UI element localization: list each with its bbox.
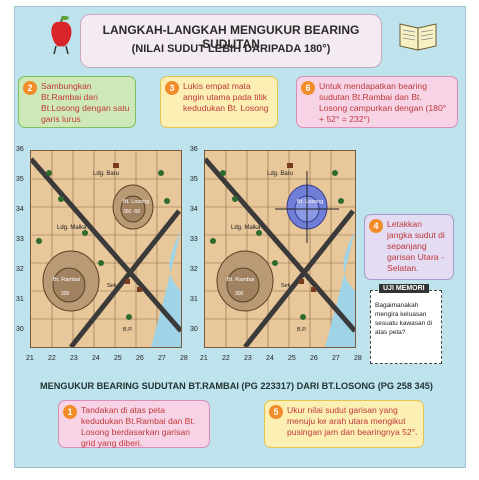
- label-bt-rambai: Bt. Rambai: [227, 277, 254, 283]
- y-tick: 34: [190, 206, 198, 213]
- y-tick: 32: [190, 266, 198, 273]
- y-tick: 30: [190, 326, 198, 333]
- x-tick: 21: [200, 355, 208, 362]
- step-number: 2: [23, 81, 37, 95]
- label-ldg-malka: Ldg. Malka: [231, 225, 261, 231]
- x-tick: 23: [70, 355, 78, 362]
- step-text: Tandakan di atas peta kedudukan Bt.Ramba…: [81, 405, 196, 448]
- x-tick: 24: [266, 355, 274, 362]
- page-subtitle: (NILAI SUDUT LEBIH DARIPADA 180°): [131, 43, 331, 55]
- x-tick: 28: [180, 355, 188, 362]
- label-ldg-baru: Ldg. Baru: [93, 171, 119, 177]
- y-tick: 31: [16, 296, 24, 303]
- step-text: Ukur nilai sudut garisan yang menuju ke …: [287, 405, 418, 437]
- step-card-2: 2 Sambungkan Bt.Rambai dan Bt.Losong den…: [18, 76, 136, 128]
- page-title: LANGKAH-LANGKAH MENGUKUR BEARING SUDUTAN: [102, 23, 360, 51]
- x-tick: 23: [244, 355, 252, 362]
- y-tick: 33: [190, 236, 198, 243]
- label-ldg-baru: Ldg. Baru: [267, 171, 293, 177]
- label-bt-losong: Bt. Losong: [123, 199, 149, 205]
- label-sek: Sek.: [107, 283, 118, 289]
- x-tick: 28: [354, 355, 362, 362]
- step-card-6: 6 Untuk mendapatkan bearing sudutan Bt.R…: [296, 76, 458, 128]
- step-card-1: 1 Tandakan di atas peta kedudukan Bt.Ram…: [58, 400, 210, 448]
- step-number: 3: [165, 81, 179, 95]
- label-height-rambai: 300: [61, 291, 70, 297]
- title-banner: LANGKAH-LANGKAH MENGUKUR BEARING SUDUTAN…: [80, 14, 382, 68]
- uji-memori-box: UJI MEMORI Bagaimanakah mengira keluasan…: [370, 284, 442, 364]
- step-card-5: 5 Ukur nilai sudut garisan yang menuju k…: [264, 400, 424, 448]
- step-number: 4: [369, 219, 383, 233]
- label-bp: B.P.: [297, 327, 307, 333]
- label-height-rambai: 300: [235, 291, 244, 297]
- step-text: Lukis empat mata angin utama pada titik …: [183, 81, 269, 113]
- x-tick: 26: [136, 355, 144, 362]
- x-tick: 26: [310, 355, 318, 362]
- apple-mascot-icon: [51, 15, 72, 55]
- y-tick: 35: [190, 176, 198, 183]
- book-icon: [399, 23, 437, 51]
- topographic-map-right: Ldg. Baru Ldg. Malka Bt. Losong Bt. Ramb…: [204, 150, 356, 348]
- uji-memori-text: Bagaimanakah mengira keluasan sesuatu ka…: [375, 302, 433, 336]
- y-tick: 35: [16, 176, 24, 183]
- y-tick: 36: [190, 146, 198, 153]
- x-tick: 21: [26, 355, 34, 362]
- x-tick: 27: [332, 355, 340, 362]
- label-bt-rambai: Bt. Rambai: [53, 277, 80, 283]
- step-number: 1: [63, 405, 77, 419]
- x-tick: 25: [114, 355, 122, 362]
- topographic-map-left: Ldg. Baru Ldg. Malka Bt. Losong Bt. Ramb…: [30, 150, 182, 348]
- step-text: Sambungkan Bt.Rambai dan Bt.Losong denga…: [41, 81, 130, 124]
- step-card-3: 3 Lukis empat mata angin utama pada titi…: [160, 76, 278, 128]
- y-tick: 36: [16, 146, 24, 153]
- label-ldg-malka: Ldg. Malka: [57, 225, 87, 231]
- step-number: 5: [269, 405, 283, 419]
- y-tick: 34: [16, 206, 24, 213]
- x-tick: 22: [222, 355, 230, 362]
- x-tick: 25: [288, 355, 296, 362]
- uji-memori-title: UJI MEMORI: [379, 284, 429, 293]
- label-bt-losong: Bt. Losong: [297, 199, 323, 205]
- y-tick: 31: [190, 296, 198, 303]
- label-height-losong: 350 ·68: [123, 209, 140, 215]
- step-card-4: 4 Letakkan jangka sudut di sepanjang gar…: [364, 214, 454, 280]
- label-bp: B.P.: [123, 327, 133, 333]
- x-tick: 24: [92, 355, 100, 362]
- label-sek: Sek.: [281, 283, 292, 289]
- y-tick: 33: [16, 236, 24, 243]
- section-heading: MENGUKUR BEARING SUDUTAN BT.RAMBAI (PG 2…: [40, 381, 433, 391]
- x-tick: 22: [48, 355, 56, 362]
- step-text: Untuk mendapatkan bearing sudutan Bt.Ram…: [319, 81, 447, 124]
- y-tick: 30: [16, 326, 24, 333]
- step-text: Letakkan jangka sudut di sepanjang garis…: [387, 219, 445, 273]
- step-number: 6: [301, 81, 315, 95]
- y-tick: 32: [16, 266, 24, 273]
- x-tick: 27: [158, 355, 166, 362]
